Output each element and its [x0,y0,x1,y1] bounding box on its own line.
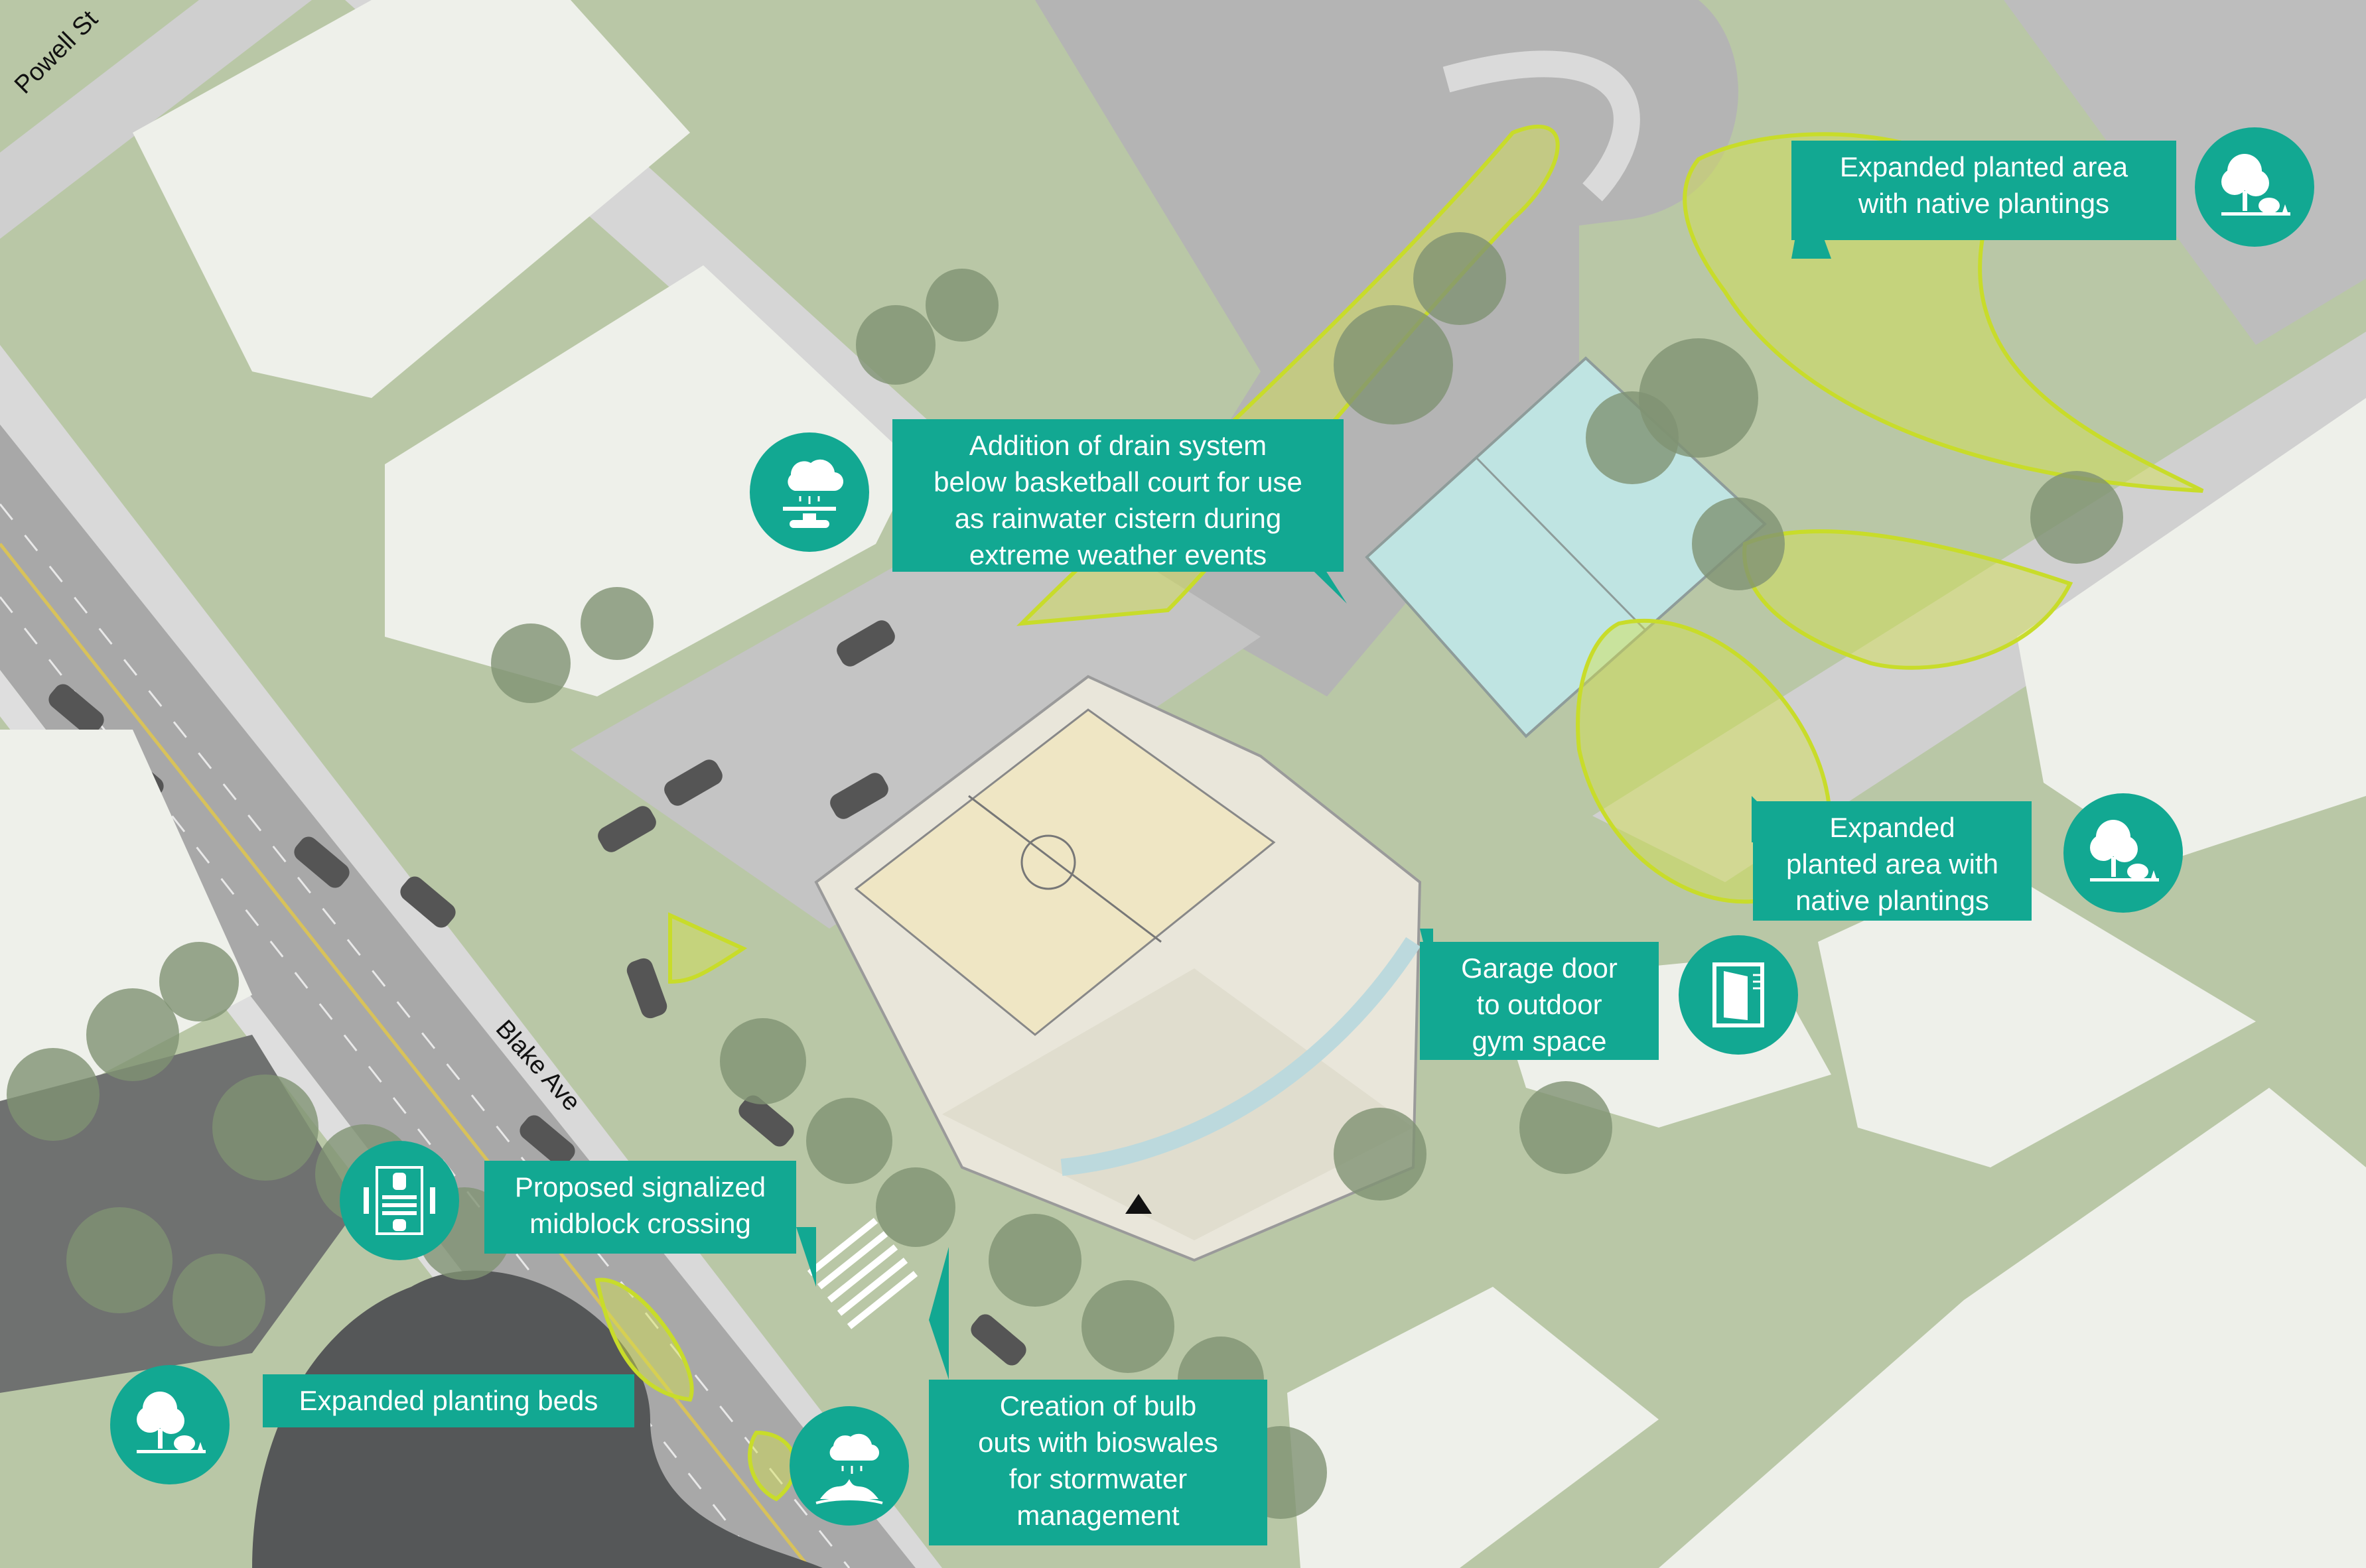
road-curb [1442,50,1640,202]
gym-midline [968,795,1162,943]
tree-planting-icon [2063,793,2183,913]
callout-midblock-crossing: Proposed signalized midblock crossing [484,1161,796,1254]
bioswale-rain-icon [790,1406,909,1526]
gym-floor [854,708,1276,1036]
east-road [2004,0,2366,345]
rain-cistern-icon [750,432,869,552]
callout-garage-door: Garage door to outdoor gym space [1420,942,1659,1060]
tree-planting-icon [2195,127,2314,247]
callout-planting-beds: Expanded planting beds [263,1374,634,1427]
crosswalk-stripes [807,1218,918,1329]
east-driveway [1592,332,2366,882]
powell-street [0,0,312,239]
glazed-curtain-wall [1060,937,1421,1176]
lane-dash-a [0,503,851,1568]
callout-bulb-outs: Creation of bulb outs with bioswales for… [929,1380,1267,1545]
upper-road-loop [896,0,1738,696]
classroom-wing [942,968,1413,1240]
court-midline [1475,456,1647,631]
callout-drain-system: Addition of drain system below basketbal… [892,419,1344,572]
blake-avenue-road [0,425,916,1568]
tree-planting-icon [110,1365,230,1484]
parking-lot [571,491,1261,929]
crosswalk-icon [340,1141,459,1260]
callout-planted-area-top: Expanded planted area with native planti… [1791,141,2176,240]
blake-sidewalk-west [0,345,942,1568]
gym-center-circle [1020,834,1076,890]
callout-planted-area-right: Expanded planted area with native planti… [1753,801,2032,921]
entrance-marker [1125,1194,1152,1214]
garage-door-icon [1679,935,1798,1055]
